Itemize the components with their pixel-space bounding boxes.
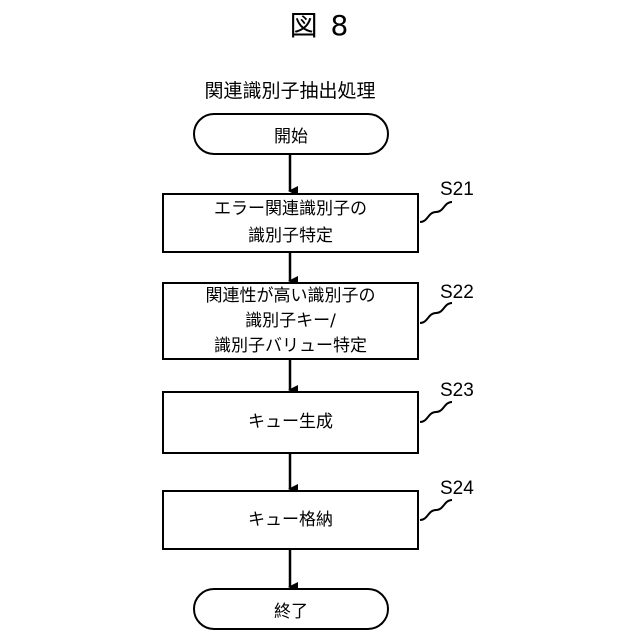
step-s23-box: キュー生成 — [162, 391, 419, 454]
leader-s24 — [420, 500, 452, 520]
leader-s23 — [420, 402, 452, 422]
start-terminal: 開始 — [193, 113, 389, 155]
step-s23-line-1: キュー生成 — [248, 409, 333, 436]
step-s24-id: S24 — [440, 478, 474, 500]
step-s21-id: S21 — [440, 179, 474, 201]
step-s22-line-1: 関連性が高い識別子の — [206, 284, 376, 309]
step-s22-id: S22 — [440, 282, 474, 304]
step-s22-line-2: 識別子キー/ — [245, 309, 336, 334]
step-s22-box: 関連性が高い識別子の 識別子キー/ 識別子バリュー特定 — [162, 282, 419, 360]
end-label: 終了 — [274, 597, 308, 622]
step-s24-line-1: キュー格納 — [248, 507, 333, 534]
step-s24-box: キュー格納 — [162, 490, 419, 550]
step-s23-id: S23 — [440, 380, 474, 402]
end-terminal: 終了 — [193, 588, 389, 630]
leader-s21 — [420, 202, 452, 222]
step-s21-line-1: エラー関連識別子の — [214, 196, 367, 223]
step-s21-box: エラー関連識別子の 識別子特定 — [162, 193, 419, 253]
leader-s22 — [420, 303, 452, 323]
step-s21-line-2: 識別子特定 — [248, 223, 333, 250]
step-s22-line-3: 識別子バリュー特定 — [214, 334, 367, 359]
start-label: 開始 — [274, 122, 308, 147]
